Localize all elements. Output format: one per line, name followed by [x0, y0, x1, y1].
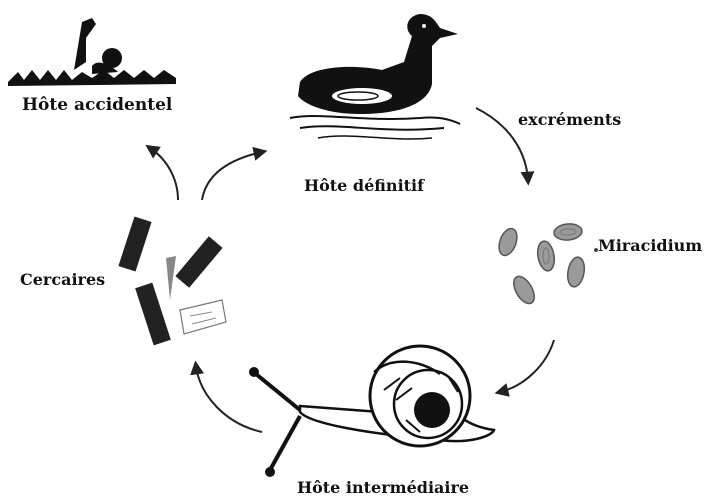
egg-icon [496, 223, 587, 307]
label-definitive-host: Hôte définitif [304, 178, 424, 194]
snail-icon [249, 346, 494, 477]
label-excrements: excréments [518, 112, 621, 128]
duck-icon [290, 14, 460, 139]
label-cercariae: Cercaires [20, 272, 105, 288]
swimmer-icon [8, 18, 176, 86]
arrow-to-accidental-host [150, 148, 178, 200]
arrow-to-snail [500, 340, 554, 392]
cycle-arrows [150, 108, 554, 432]
label-miracidium: Miracidium [598, 238, 702, 254]
cercaria-icon [118, 216, 226, 345]
label-intermediate-host: Hôte intermédiaire [297, 480, 469, 496]
label-accidental-host: Hôte accidentel [22, 97, 172, 114]
arrow-to-definitive-host [202, 152, 262, 200]
